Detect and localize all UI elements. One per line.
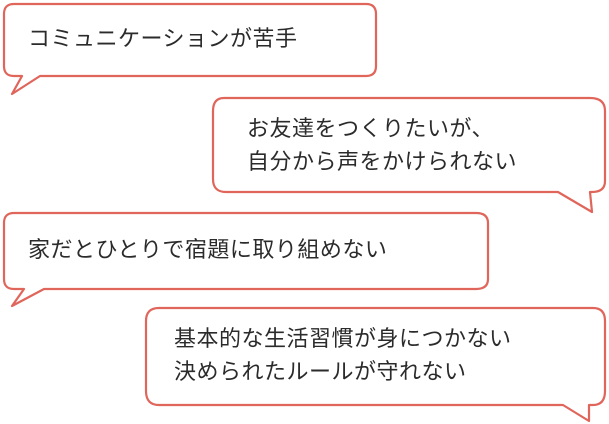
speech-bubble-shape [144, 306, 607, 423]
speech-bubble-4: 基本的な生活習慣が身につかない 決められたルールが守れない [143, 305, 609, 424]
speech-bubble-shape [2, 2, 378, 96]
bubble-line: 基本的な生活習慣が身につかない [174, 327, 512, 352]
bubble-line: お友達をつくりたいが、 [247, 117, 495, 142]
speech-bubble-1: コミュニケーションが苦手 [0, 0, 380, 100]
bubble-text: コミュニケーションが苦手 [28, 23, 298, 56]
bubble-text: お友達をつくりたいが、 自分から声をかけられない [247, 113, 517, 179]
speech-bubble-2: お友達をつくりたいが、 自分から声をかけられない [210, 95, 609, 217]
bubble-line: 家だとひとりで宿題に取り組めない [28, 238, 388, 263]
bubble-line: 自分から声をかけられない [247, 150, 518, 175]
bubble-text: 家だとひとりで宿題に取り組めない [28, 234, 387, 267]
bubble-line: コミュニケーションが苦手 [28, 27, 298, 52]
speech-bubble-shape [2, 211, 490, 308]
speech-bubble-shape [211, 96, 607, 214]
bubble-text: 基本的な生活習慣が身につかない 決められたルールが守れない [174, 323, 512, 389]
bubble-line: 決められたルールが守れない [174, 360, 467, 385]
speech-bubble-3: 家だとひとりで宿題に取り組めない [0, 209, 492, 309]
